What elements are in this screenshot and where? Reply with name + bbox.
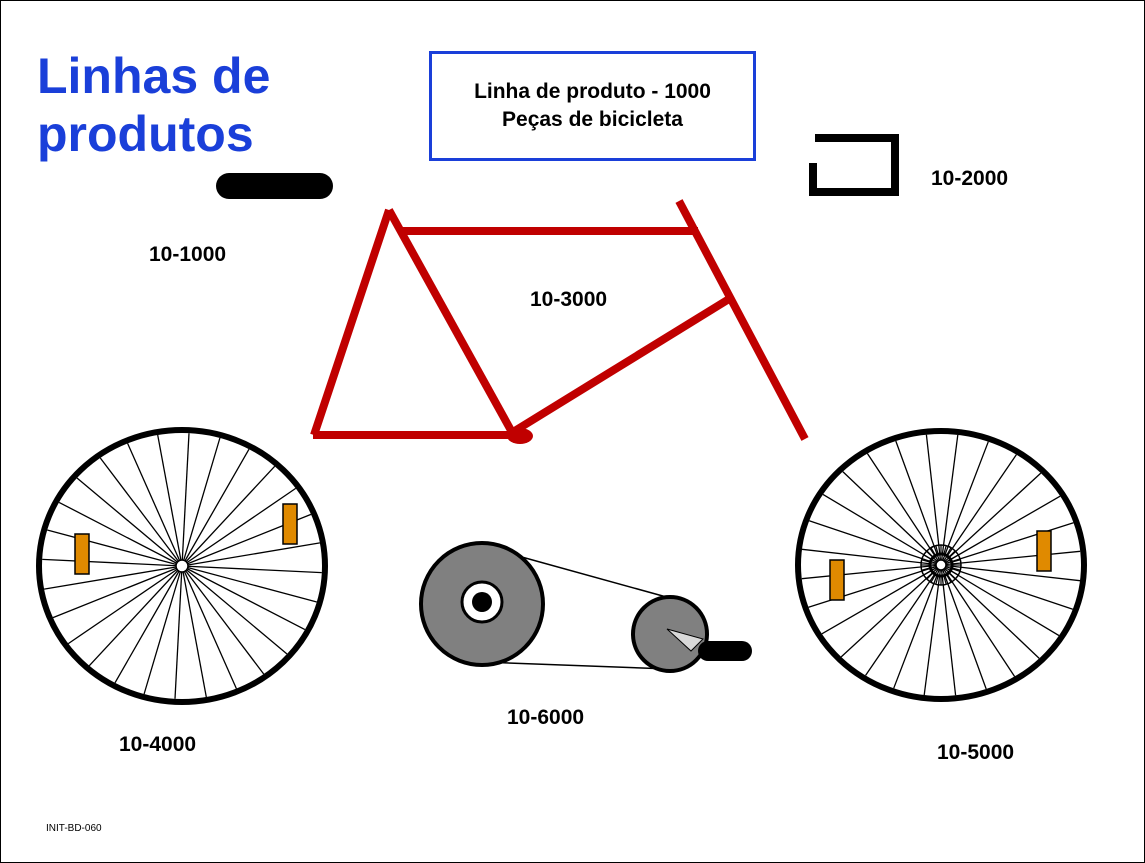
part-label-front-wheel: 10-4000 [119,733,197,756]
part-label-seat: 10-2000 [931,167,1009,190]
seat-bracket-icon [809,134,899,196]
slide-code: INIT-BD-060 [46,823,102,834]
part-label-frame: 10-3000 [530,288,608,311]
heading-box-line1: Linha de produto - 1000 [474,80,711,103]
page-title: Linhas de produtos [37,47,270,163]
frame-icon [310,199,809,444]
heading-box-line2: Peças de bicicleta [502,108,683,131]
part-label-rear-wheel: 10-5000 [937,741,1015,764]
handlebar-icon [216,173,333,199]
rear-wheel-icon [795,428,1087,702]
part-label-drivetrain: 10-6000 [507,706,585,729]
page-title-line2: produtos [37,106,254,162]
part-label-handlebar: 10-1000 [149,243,227,266]
product-line-heading-box: Linha de produto - 1000 Peças de bicicle… [429,51,756,161]
page-title-line1: Linhas de [37,48,271,104]
front-wheel-icon [36,427,328,705]
drivetrain-icon [419,541,752,673]
